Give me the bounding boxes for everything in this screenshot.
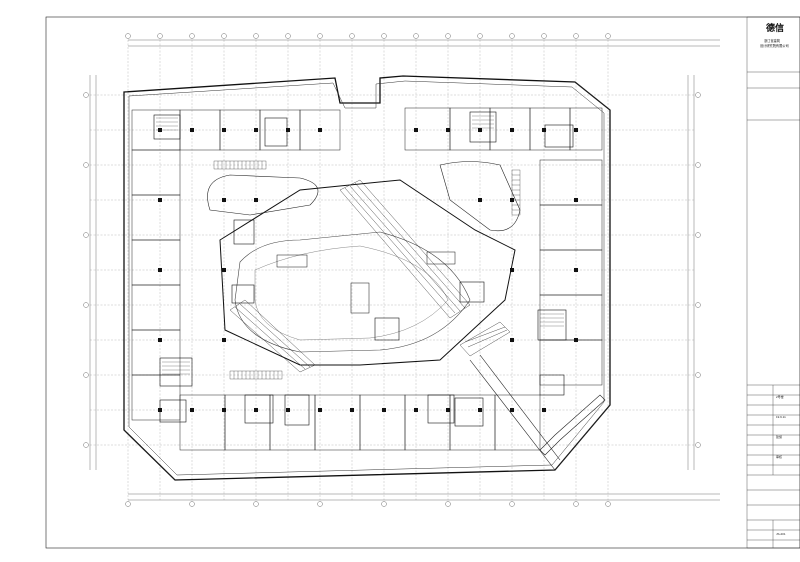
stair-cores xyxy=(153,111,574,427)
escalators xyxy=(229,179,511,373)
company-name-line2: 设计研究院有限公司 xyxy=(760,44,789,48)
grid-axes xyxy=(90,40,694,500)
title-block-row-3: 建施 xyxy=(776,435,783,439)
title-block-row-2: 19.9.11 xyxy=(776,415,786,419)
atrium-openings xyxy=(276,251,456,314)
corner-diagonals xyxy=(123,81,611,481)
building-outline-inner xyxy=(128,80,605,476)
dimension-lines xyxy=(89,39,720,501)
company-logo: 德信 xyxy=(766,24,785,34)
title-block-row-1: 2号楼 xyxy=(776,395,784,399)
company-name-line1: 浙江省建筑 xyxy=(764,39,780,43)
structural-columns xyxy=(158,128,578,412)
right-entrance-lobby xyxy=(439,161,521,232)
atrium-curve xyxy=(234,231,471,353)
drawing-number: JS-201 xyxy=(776,532,786,536)
left-entrance-lobby xyxy=(207,174,319,216)
title-block-row-4: 审核 xyxy=(776,455,783,459)
axis-bubbles xyxy=(83,33,701,507)
atrium-void xyxy=(219,179,516,366)
stair-hatching xyxy=(156,115,564,375)
title-block xyxy=(746,16,800,549)
sheet-border xyxy=(45,16,800,549)
